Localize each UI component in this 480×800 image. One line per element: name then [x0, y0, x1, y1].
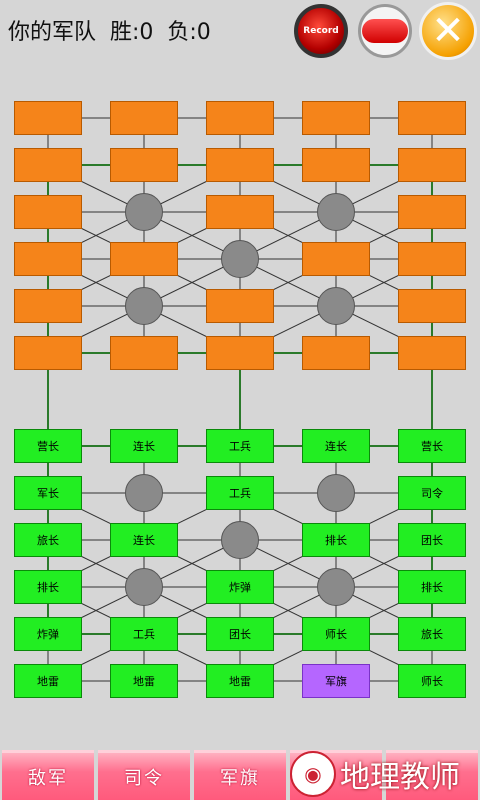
enemy-piece[interactable] [206, 195, 274, 229]
own-piece[interactable]: 师长 [302, 617, 370, 651]
enemy-piece[interactable] [14, 101, 82, 135]
own-piece[interactable]: 连长 [110, 523, 178, 557]
enemy-piece[interactable] [398, 289, 466, 323]
enemy-piece[interactable] [302, 242, 370, 276]
own-piece[interactable]: 地雷 [14, 664, 82, 698]
close-button[interactable]: ✕ [419, 2, 477, 60]
own-piece[interactable]: 排长 [302, 523, 370, 557]
own-piece[interactable]: 师长 [398, 664, 466, 698]
enemy-piece[interactable] [14, 336, 82, 370]
own-piece[interactable]: 营长 [14, 429, 82, 463]
own-piece[interactable]: 营长 [398, 429, 466, 463]
tab-5[interactable] [386, 750, 478, 800]
own-piece[interactable]: 炸弹 [14, 617, 82, 651]
own-piece[interactable]: 工兵 [206, 429, 274, 463]
enemy-piece[interactable] [398, 195, 466, 229]
flag-piece[interactable]: 军旗 [302, 664, 370, 698]
camp[interactable] [125, 474, 163, 512]
own-piece[interactable]: 排长 [14, 570, 82, 604]
bottom-toolbar: 敌军 司令 军旗 [0, 750, 480, 800]
camp[interactable] [125, 193, 163, 231]
own-piece[interactable]: 团长 [206, 617, 274, 651]
record-button-label: Record [303, 26, 339, 36]
enemy-piece[interactable] [110, 101, 178, 135]
enemy-piece[interactable] [14, 195, 82, 229]
tab-flag[interactable]: 军旗 [194, 750, 286, 800]
enemy-piece[interactable] [206, 289, 274, 323]
camp[interactable] [221, 240, 259, 278]
own-piece[interactable]: 地雷 [110, 664, 178, 698]
enemy-piece[interactable] [110, 336, 178, 370]
own-piece[interactable]: 排长 [398, 570, 466, 604]
record-button[interactable]: Record [294, 4, 348, 58]
enemy-piece[interactable] [14, 242, 82, 276]
enemy-piece[interactable] [398, 101, 466, 135]
enemy-piece[interactable] [398, 148, 466, 182]
tab-commander[interactable]: 司令 [98, 750, 190, 800]
enemy-piece[interactable] [14, 289, 82, 323]
own-piece[interactable]: 连长 [302, 429, 370, 463]
tab-enemy[interactable]: 敌军 [2, 750, 94, 800]
camp[interactable] [125, 287, 163, 325]
enemy-piece[interactable] [110, 148, 178, 182]
own-piece[interactable]: 工兵 [206, 476, 274, 510]
own-piece[interactable]: 地雷 [206, 664, 274, 698]
camp[interactable] [317, 193, 355, 231]
globe-icon: ◉ [290, 751, 336, 797]
enemy-piece[interactable] [302, 101, 370, 135]
own-piece[interactable]: 旅长 [14, 523, 82, 557]
enemy-piece[interactable] [14, 148, 82, 182]
camp[interactable] [317, 474, 355, 512]
enemy-piece[interactable] [206, 101, 274, 135]
camp[interactable] [317, 287, 355, 325]
camp[interactable] [317, 568, 355, 606]
enemy-piece[interactable] [398, 242, 466, 276]
own-piece[interactable]: 工兵 [110, 617, 178, 651]
enemy-piece[interactable] [302, 148, 370, 182]
camp[interactable] [221, 521, 259, 559]
enemy-piece[interactable] [110, 242, 178, 276]
stop-icon [362, 19, 408, 43]
close-icon: ✕ [431, 8, 465, 54]
watermark-text: 地理教师 [340, 760, 460, 795]
own-piece[interactable]: 连长 [110, 429, 178, 463]
enemy-piece[interactable] [398, 336, 466, 370]
own-piece[interactable]: 司令 [398, 476, 466, 510]
page-title: 你的军队 胜:0 负:0 [8, 20, 211, 45]
watermark: ◉ 地理教师 [290, 751, 460, 797]
camp[interactable] [125, 568, 163, 606]
enemy-piece[interactable] [302, 336, 370, 370]
stop-button[interactable] [358, 4, 412, 58]
own-piece[interactable]: 旅长 [398, 617, 466, 651]
enemy-piece[interactable] [206, 148, 274, 182]
own-piece[interactable]: 炸弹 [206, 570, 274, 604]
enemy-piece[interactable] [206, 336, 274, 370]
own-piece[interactable]: 团长 [398, 523, 466, 557]
own-piece[interactable]: 军长 [14, 476, 82, 510]
